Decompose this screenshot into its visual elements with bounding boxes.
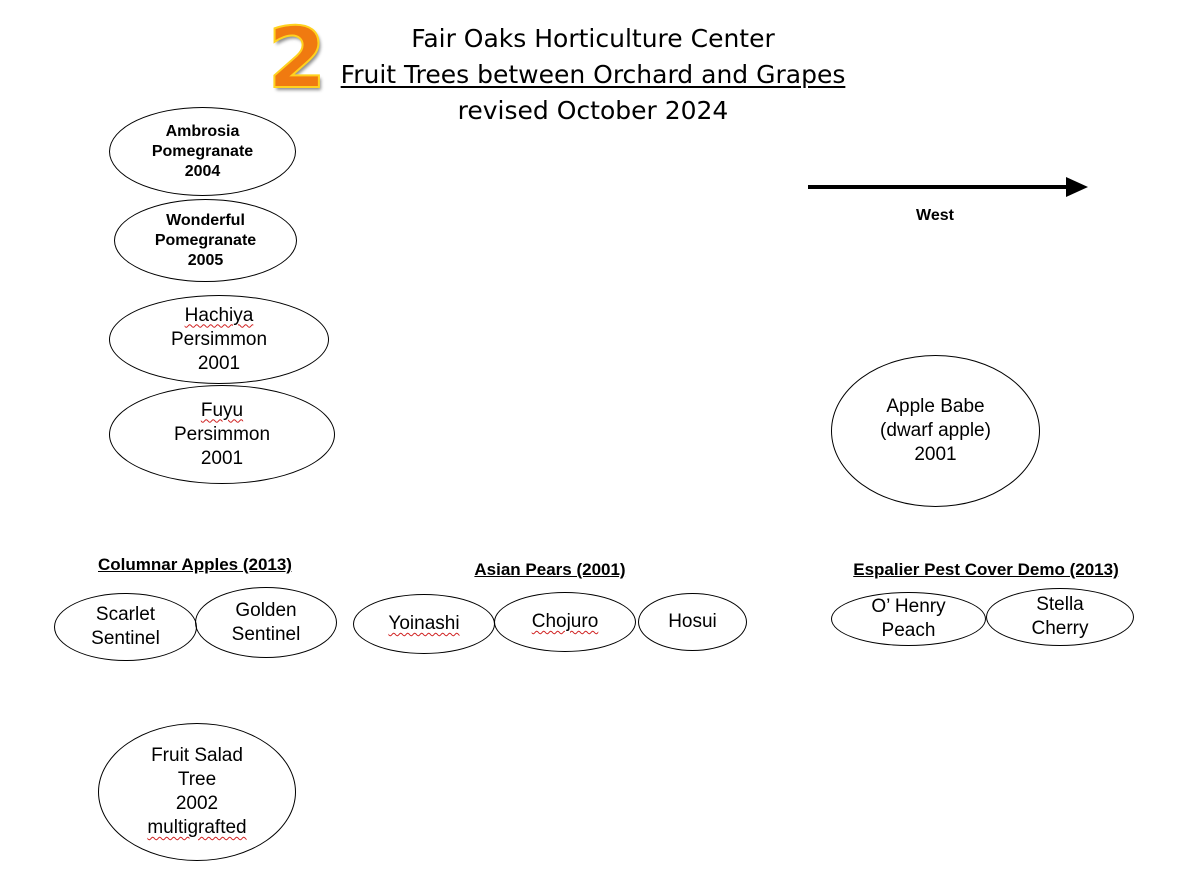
tree-scarlet-sentinel: Scarlet Sentinel bbox=[54, 593, 197, 661]
tree-type: Tree bbox=[177, 769, 217, 790]
tree-name: Apple Babe bbox=[886, 396, 985, 417]
tree-name: Chojuro bbox=[531, 611, 599, 632]
tree-name: Fuyu bbox=[200, 399, 244, 421]
tree-name: Yoinashi bbox=[388, 613, 460, 634]
tree-year: 2001 bbox=[197, 352, 241, 374]
tree-type: Pomegranate bbox=[154, 231, 257, 249]
tree-type: Persimmon bbox=[173, 423, 271, 445]
tree-type: Sentinel bbox=[91, 628, 160, 649]
group-label-espalier: Espalier Pest Cover Demo (2013) bbox=[853, 560, 1119, 579]
tree-name: Wonderful bbox=[166, 211, 245, 229]
revision-date: revised October 2024 bbox=[457, 96, 729, 125]
tree-year: 2004 bbox=[184, 162, 221, 180]
group-label-columnar-apples: Columnar Apples (2013) bbox=[98, 555, 292, 574]
tree-type: Peach bbox=[881, 620, 936, 641]
tree-wonderful-pomegranate: Wonderful Pomegranate 2005 bbox=[114, 199, 297, 282]
tree-ambrosia-pomegranate: Ambrosia Pomegranate 2004 bbox=[109, 107, 296, 196]
tree-golden-sentinel: Golden Sentinel bbox=[195, 587, 337, 658]
tree-name: Hachiya bbox=[184, 304, 254, 326]
tree-name: Ambrosia bbox=[165, 122, 240, 140]
tree-fuyu-persimmon: Fuyu Persimmon 2001 bbox=[109, 385, 335, 484]
tree-name: Hosui bbox=[668, 611, 717, 632]
tree-year: 2002 bbox=[175, 793, 219, 814]
tree-type: (dwarf apple) bbox=[880, 420, 991, 441]
tree-stella-cherry: Stella Cherry bbox=[986, 588, 1134, 646]
tree-year: 2001 bbox=[200, 447, 244, 469]
tree-apple-babe: Apple Babe (dwarf apple) 2001 bbox=[831, 355, 1040, 507]
tree-year: 2005 bbox=[187, 251, 224, 269]
center-title: Fair Oaks Horticulture Center bbox=[411, 24, 775, 53]
map-title: Fruit Trees between Orchard and Grapes bbox=[340, 60, 846, 89]
group-label-asian-pears: Asian Pears (2001) bbox=[474, 560, 626, 579]
tree-chojuro: Chojuro bbox=[494, 592, 636, 652]
tree-type: Pomegranate bbox=[151, 142, 254, 160]
tree-name: Fruit Salad bbox=[151, 745, 243, 766]
tree-note: multigrafted bbox=[147, 817, 247, 838]
tree-name: Golden bbox=[235, 599, 297, 621]
tree-hachiya-persimmon: Hachiya Persimmon 2001 bbox=[109, 295, 329, 384]
tree-type: Sentinel bbox=[231, 623, 301, 645]
tree-name: O’ Henry bbox=[871, 596, 946, 617]
west-label: West bbox=[916, 207, 954, 224]
tree-hosui: Hosui bbox=[638, 593, 747, 651]
tree-type: Cherry bbox=[1031, 618, 1089, 639]
west-arrow-icon bbox=[808, 177, 1088, 197]
tree-fruit-salad: Fruit Salad Tree 2002 multigrafted bbox=[98, 723, 296, 861]
tree-name: Scarlet bbox=[95, 604, 156, 625]
number-2-badge: 2 bbox=[267, 8, 327, 108]
tree-yoinashi: Yoinashi bbox=[353, 594, 495, 654]
tree-o-henry-peach: O’ Henry Peach bbox=[831, 592, 986, 646]
tree-type: Persimmon bbox=[170, 328, 268, 350]
tree-name: Stella bbox=[1036, 594, 1084, 615]
tree-year: 2001 bbox=[914, 444, 957, 465]
